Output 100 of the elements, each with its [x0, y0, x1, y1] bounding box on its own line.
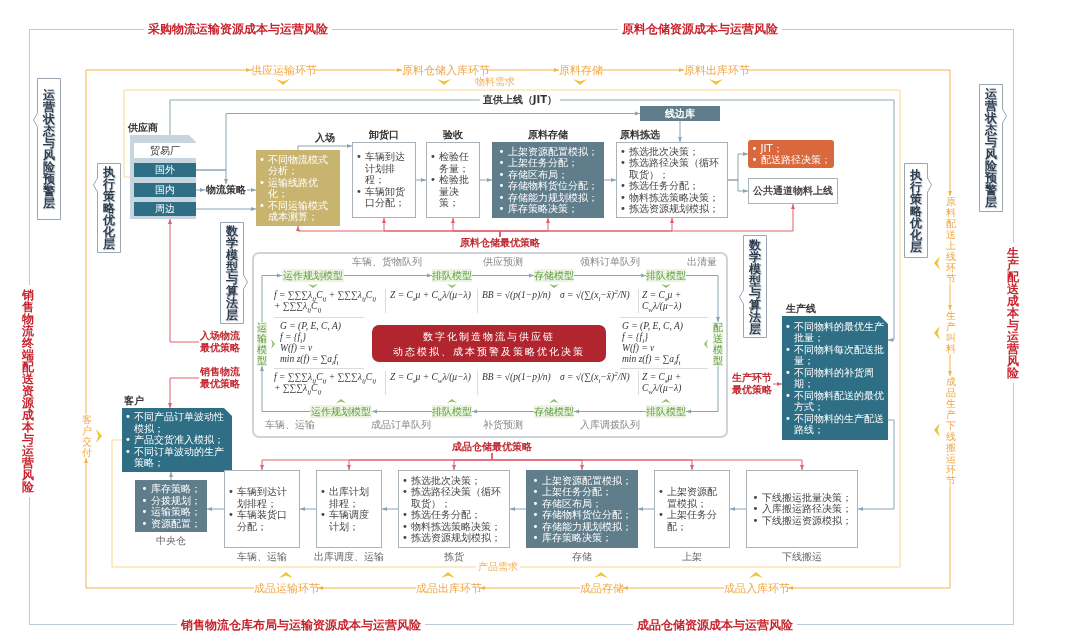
arrow: [381, 507, 399, 511]
layer-label: 数学模型与算法层: [739, 235, 767, 338]
box-caption: 拣货: [444, 551, 464, 563]
connector-line: [111, 89, 901, 568]
bullet-text: • 检验任务量；: [430, 151, 471, 175]
bullet-text: • 存储物料货位分配；: [532, 509, 632, 521]
arrow: [772, 382, 783, 386]
bullet-text: • 上架任务分配；: [532, 486, 612, 498]
banner-text: 动态模拟、成本预警及策略优化决策: [393, 344, 585, 359]
stage-label: 原料配送上线环节: [944, 196, 957, 284]
bullet-text: • 不同物流模式分析；: [259, 153, 330, 177]
bullet-text: • 分拨规划；: [141, 494, 201, 506]
bullet-text: • 产品交货准入模拟；: [125, 434, 226, 446]
stage-label: 成品出库环节: [416, 581, 480, 595]
bullet-text: • 运输策略；: [141, 506, 201, 518]
stage-label: 成品生产下线搬运环节: [944, 376, 957, 486]
model-label: 配送模型: [713, 322, 723, 366]
model-label: 排队模型: [646, 405, 686, 418]
flow-note: 物料需求: [475, 76, 515, 88]
edge-label: 产品需求: [476, 561, 520, 573]
process-box: [492, 142, 604, 218]
edge-label: 直供上线（JIT）: [479, 94, 561, 106]
model-label: 排队模型: [432, 405, 472, 418]
process-box: [654, 470, 730, 548]
model-label: 运作规划模型: [282, 269, 344, 282]
bullet-text: • 不同订单波动的生产策略；: [125, 445, 226, 469]
bullet-text: • 检验批量决策；: [430, 174, 471, 209]
supplier-row: 国外: [134, 163, 196, 177]
section-heading: 成品仓储资源成本与运营风险: [633, 618, 797, 632]
edge-label: 车辆、运输: [264, 419, 316, 431]
arrow: [85, 68, 252, 415]
edge-label: 领料订单队列: [579, 256, 641, 268]
formula: Z = C$_{s}$μ + C$_{w}$λ/(μ−λ): [390, 290, 472, 301]
layer-label: 运营状态与风险预警层: [979, 84, 1007, 212]
formula: f = ∑∑∑λ$_{ij}$C$_{ij}$ + ∑∑∑λ$_{ij}$C$_{ij}$ + ∑∑∑λ$_{ij}$C$_{ij}$: [274, 290, 378, 312]
arrow: [573, 273, 647, 278]
model-label: 存储模型: [534, 269, 574, 282]
bullet-text: • 车辆卸货口分配；: [356, 185, 407, 209]
bullet-text: • 上架任务分配；: [498, 157, 578, 169]
bullet-text: • 上架资源配置模拟；: [532, 474, 632, 486]
model-label: 排队模型: [646, 269, 686, 282]
arrow: [622, 586, 725, 590]
bullet-text: • JIT；: [751, 142, 784, 154]
formula: G = (P, E, C, A): [622, 321, 683, 332]
layer-label: 数学模型与算法层: [220, 222, 248, 324]
process-box: [224, 470, 300, 548]
strategy-label: 入场物流最优策略: [199, 330, 241, 354]
arrow: [297, 144, 353, 151]
box-heading: 生产线: [786, 303, 816, 315]
arrow: [168, 218, 200, 343]
formula: W(f) = v: [280, 343, 313, 354]
arrow: [491, 452, 804, 471]
arrow: [471, 409, 535, 414]
bullet-text: • 物料拣选策略决策；: [402, 520, 503, 532]
edge-label: 出清量: [686, 256, 718, 268]
supplier-row: 国内: [134, 183, 196, 197]
formula: f = {f$_{i}$}: [622, 332, 648, 343]
arrow: [685, 275, 720, 323]
arrow: [246, 188, 257, 192]
arrow: [168, 377, 200, 409]
process-box: 公共通道物料上线: [748, 178, 838, 204]
arrow: [169, 471, 173, 481]
process-box: [398, 470, 510, 548]
bullet-text: • 存储物料货位分配；: [498, 180, 598, 192]
box-heading: 供应商: [128, 122, 158, 134]
arrow: [317, 586, 417, 590]
bullet-text: • 拣选资源规划模拟；: [402, 532, 503, 544]
bullet-text: • 库存策略；: [141, 483, 201, 495]
supplier-row: 周边: [134, 202, 196, 216]
stage-label: 原料出库环节: [684, 63, 748, 77]
layer-label: 执行策略优化层: [93, 163, 121, 253]
box-heading: 验收: [443, 129, 463, 141]
stage-label: 成品运输环节: [254, 581, 318, 595]
process-box: [748, 140, 834, 168]
arrow: [787, 485, 951, 590]
bullet-text: • 不同物料的生产配送路线；: [785, 412, 885, 436]
bullet-text: • 车辆到达计划排程；: [228, 486, 289, 509]
flow-label: 物流策略: [205, 184, 247, 196]
arrow: [479, 586, 581, 590]
arrow: [479, 178, 493, 182]
strategy-label: 成品仓储最优策略: [450, 441, 534, 453]
section-heading: 生产配送成本与运营风险: [1006, 243, 1020, 383]
arrow: [371, 409, 433, 414]
arrow: [261, 273, 283, 323]
bullet-text: • 不同物料的补货周期；: [785, 366, 876, 390]
bullet-text: • 资源配置；: [141, 517, 201, 529]
stage-label: 成品存储: [580, 581, 623, 595]
layer-label: 运营状态与风险预警层: [33, 78, 61, 220]
arrow: [415, 178, 427, 182]
strategy-label: 原料仓储最优策略: [458, 237, 542, 249]
formula: BB = √(p(1−p)/n): [482, 372, 552, 383]
arrow: [314, 68, 403, 72]
edge-label: 入场: [314, 132, 336, 144]
bullet-text: • 不同物料每次配送批量；: [785, 343, 885, 367]
bullet-text: • 车辆到达计划排程；: [356, 151, 407, 186]
bullet-text: • 库存策略决策；: [498, 203, 578, 215]
arrow: [678, 120, 682, 143]
model-label: 存储模型: [534, 405, 574, 418]
section-heading: 原料仓储资源成本与运营风险: [618, 22, 782, 36]
arrow: [206, 507, 225, 511]
